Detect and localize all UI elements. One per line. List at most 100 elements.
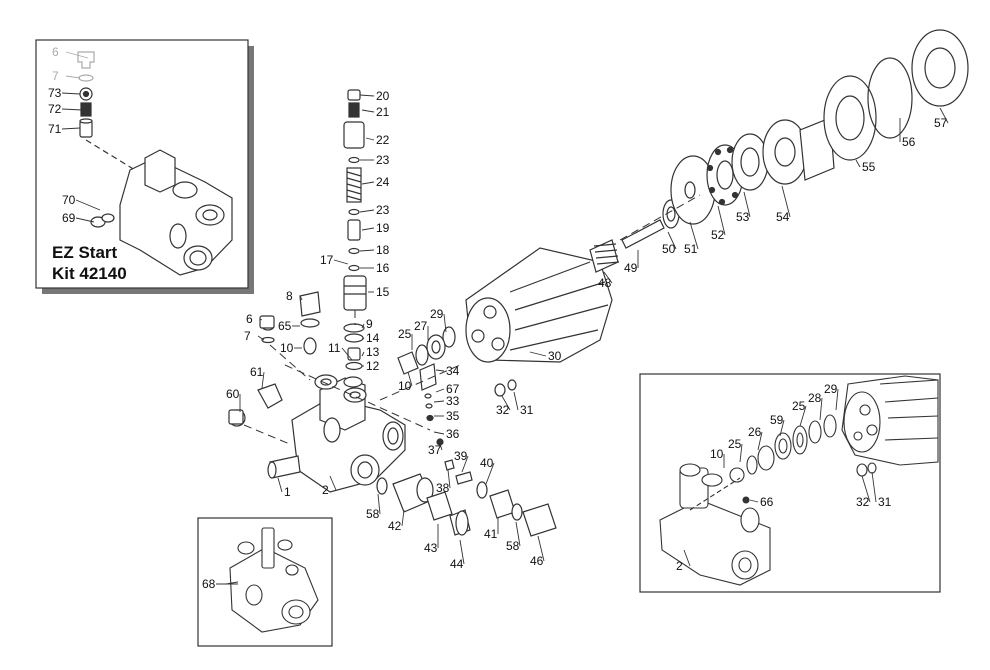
callout-leader-36 — [433, 431, 445, 435]
callout-2: 2 — [322, 483, 329, 497]
callout-28: 28 — [808, 391, 822, 405]
callout-leader-58 — [515, 521, 521, 547]
callout-11: 11 — [328, 341, 341, 355]
callout-18: 18 — [376, 243, 390, 257]
callout-leader-7 — [65, 75, 81, 79]
callout-leader-38 — [447, 469, 451, 489]
callout-2: 2 — [676, 559, 683, 573]
callout-43: 43 — [424, 541, 438, 555]
callout-leader-53 — [743, 191, 751, 218]
callout-22: 22 — [376, 133, 390, 147]
callout-23: 23 — [376, 153, 390, 167]
callout-55: 55 — [862, 160, 876, 174]
callout-leader-44 — [459, 539, 465, 565]
callout-leader-28 — [819, 397, 823, 421]
callout-leader-55 — [855, 159, 861, 168]
callout-52: 52 — [711, 228, 725, 242]
callout-66: 66 — [760, 495, 774, 509]
callout-69: 69 — [62, 211, 76, 225]
callout-leader-20 — [359, 94, 375, 97]
callout-leader-13 — [361, 351, 365, 357]
callout-41: 41 — [484, 527, 498, 541]
callout-49: 49 — [624, 261, 638, 275]
callout-31: 31 — [878, 495, 892, 509]
callout-leader-48 — [603, 271, 613, 284]
callout-7: 7 — [244, 329, 251, 343]
callout-leader-26 — [757, 431, 763, 451]
callout-23: 23 — [376, 203, 390, 217]
callout-leader-32 — [501, 395, 511, 411]
callout-8: 8 — [286, 289, 293, 303]
callout-10: 10 — [710, 447, 724, 461]
kit-title-line1: EZ Start — [52, 243, 118, 262]
callout-leader-2 — [329, 475, 337, 491]
callout-65: 65 — [278, 319, 292, 333]
callout-leader-1 — [277, 477, 283, 493]
callout-14: 14 — [366, 331, 380, 345]
inset-bottom-assembly — [197, 517, 333, 647]
callout-58: 58 — [506, 539, 520, 553]
callout-leader-42 — [401, 509, 405, 527]
callout-leader-69 — [75, 217, 95, 223]
callout-1: 1 — [284, 485, 291, 499]
callout-37: 37 — [428, 443, 442, 457]
callout-leader-9 — [361, 323, 365, 329]
callout-10: 10 — [280, 341, 294, 355]
callout-17: 17 — [320, 253, 334, 267]
callout-35: 35 — [446, 409, 460, 423]
callout-leader-18 — [359, 249, 375, 252]
callout-16: 16 — [376, 261, 390, 275]
callout-53: 53 — [736, 210, 750, 224]
callout-9: 9 — [366, 317, 373, 331]
callout-leader-25 — [739, 443, 743, 463]
callout-48: 48 — [598, 276, 612, 290]
callout-leader-34 — [435, 369, 445, 372]
callout-36: 36 — [446, 427, 460, 441]
drive-components — [589, 29, 969, 273]
callout-leader-50 — [667, 231, 677, 250]
callout-leader-23 — [359, 209, 375, 213]
callout-leader-31 — [871, 471, 877, 503]
callout-50: 50 — [662, 242, 676, 256]
callout-leader-70 — [75, 199, 101, 211]
callout-31: 31 — [520, 403, 534, 417]
callout-leader-71 — [61, 127, 81, 130]
callout-72: 72 — [48, 102, 62, 116]
callout-leader-61 — [261, 371, 265, 389]
callout-32: 32 — [856, 495, 870, 509]
callout-67: 67 — [446, 382, 460, 396]
callout-40: 40 — [480, 456, 494, 470]
callout-leader-39 — [461, 455, 469, 473]
callout-leader-30 — [529, 351, 547, 357]
callout-15: 15 — [376, 285, 390, 299]
callout-leader-22 — [365, 137, 375, 141]
callout-leader-46 — [537, 535, 545, 562]
callout-leader-19 — [361, 227, 375, 231]
inset-right-assembly — [639, 373, 941, 593]
callout-42: 42 — [388, 519, 402, 533]
callout-58: 58 — [366, 507, 380, 521]
callout-30: 30 — [548, 349, 562, 363]
callout-leader-37 — [439, 443, 443, 451]
callout-71: 71 — [48, 122, 62, 136]
callout-leader-33 — [433, 400, 445, 403]
callout-leader-25 — [799, 405, 807, 427]
callout-26: 26 — [748, 425, 762, 439]
callout-leader-52 — [717, 205, 726, 236]
callout-56: 56 — [902, 135, 916, 149]
callout-59: 59 — [770, 413, 784, 427]
callout-57: 57 — [934, 116, 948, 130]
callout-leader-31 — [513, 391, 519, 411]
callout-39: 39 — [454, 449, 468, 463]
callout-leader-6 — [65, 51, 89, 59]
callout-leader-24 — [361, 181, 375, 185]
callout-73: 73 — [48, 86, 62, 100]
callout-leader-17 — [333, 259, 349, 265]
callout-21: 21 — [376, 105, 390, 119]
callout-leader-32 — [861, 475, 871, 503]
callout-leader-51 — [689, 221, 699, 250]
callout-10: 10 — [398, 379, 412, 393]
callout-29: 29 — [430, 307, 444, 321]
callout-leader-6 — [259, 318, 263, 321]
